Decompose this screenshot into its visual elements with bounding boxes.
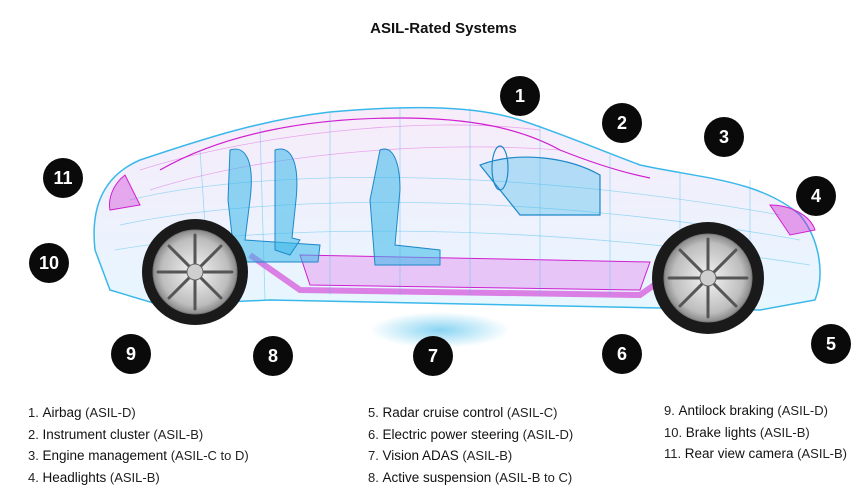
- window-line: [159, 117, 651, 179]
- legend-column-1: 1. Airbag (ASIL-D) 2. Instrument cluster…: [28, 402, 249, 488]
- front-wheel: [652, 222, 764, 334]
- marker-8: 8: [253, 336, 293, 376]
- marker-5: 5: [811, 324, 851, 364]
- marker-4: 4: [796, 176, 836, 216]
- legend-column-3: 9. Antilock braking (ASIL-D) 10. Brake l…: [664, 400, 847, 465]
- headlight-shape: [769, 204, 816, 236]
- marker-10: 10: [29, 243, 69, 283]
- taillight-shape: [109, 174, 141, 211]
- legend-item: 9. Antilock braking (ASIL-D): [664, 403, 828, 418]
- marker-6: 6: [602, 334, 642, 374]
- legend-item: 5. Radar cruise control (ASIL-C): [368, 405, 558, 420]
- legend-item: 3. Engine management (ASIL-C to D): [28, 448, 249, 463]
- marker-1: 1: [500, 76, 540, 116]
- legend-item: 2. Instrument cluster (ASIL-B): [28, 426, 204, 442]
- legend-item: 8. Active suspension (ASIL-B to C): [368, 469, 573, 485]
- marker-3: 3: [704, 117, 744, 157]
- marker-7: 7: [413, 336, 453, 376]
- marker-9: 9: [111, 334, 151, 374]
- seats: [227, 148, 441, 266]
- legend-item: 10. Brake lights (ASIL-B): [664, 424, 810, 440]
- dashboard: [479, 145, 601, 216]
- legend-item: 7. Vision ADAS (ASIL-B): [368, 448, 513, 463]
- legend-item: 4. Headlights (ASIL-B): [28, 469, 160, 485]
- marker-2: 2: [602, 103, 642, 143]
- diagram-title: ASIL-Rated Systems: [370, 20, 517, 37]
- rear-wheel: [142, 219, 248, 325]
- ground-glow: [370, 312, 510, 348]
- legend-item: 11. Rear view camera (ASIL-B): [664, 446, 847, 461]
- legend-item: 1. Airbag (ASIL-D): [28, 405, 136, 420]
- legend-item: 6. Electric power steering (ASIL-D): [368, 426, 574, 442]
- marker-11: 11: [43, 158, 83, 198]
- legend-column-2: 5. Radar cruise control (ASIL-C) 6. Elec…: [368, 402, 573, 488]
